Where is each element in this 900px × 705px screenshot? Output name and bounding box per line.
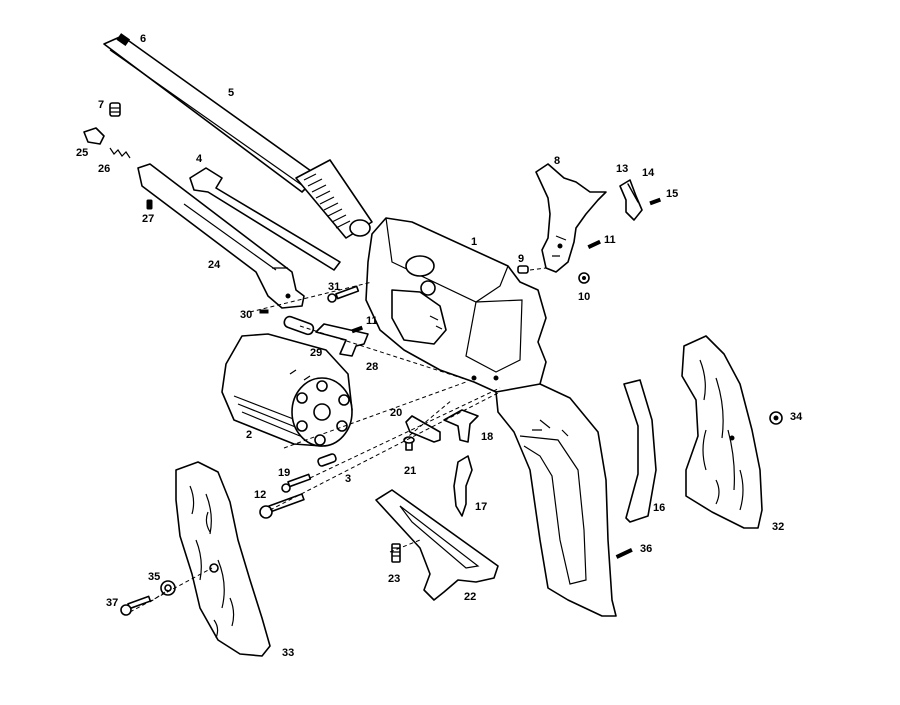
screw-31 (327, 285, 360, 303)
screw-12 (259, 493, 305, 519)
lever-body (137, 163, 305, 309)
label-part-10: 10 (578, 291, 590, 303)
label-part-36: 36 (640, 543, 652, 555)
hammer-screw (517, 265, 529, 274)
left-grip (175, 461, 271, 657)
label-part-27: 27 (142, 213, 154, 225)
label-part-13: 13 (616, 163, 628, 175)
pin-11-right (587, 239, 601, 250)
label-part-18: 18 (481, 431, 493, 443)
frame (365, 217, 547, 393)
label-part-16: 16 (653, 502, 665, 514)
screw-23 (391, 543, 401, 563)
pin-15 (649, 197, 662, 206)
label-part-30: 30 (240, 309, 252, 321)
nipple-3 (317, 453, 337, 467)
pin-36 (615, 548, 633, 559)
trigger (453, 455, 473, 517)
label-part-8: 8 (554, 155, 560, 167)
label-part-6: 6 (140, 33, 146, 45)
label-part-35: 35 (148, 571, 160, 583)
mainspring (623, 379, 657, 523)
nipple-part (109, 102, 121, 117)
label-part-24: 24 (208, 259, 221, 271)
part-labels: 1 2 3 4 5 6 7 8 9 10 11 11 12 13 14 15 1… (76, 33, 803, 659)
grip-escutcheon-34 (769, 411, 783, 425)
loading-lever (189, 167, 341, 271)
hand-spring (627, 183, 639, 203)
hammer (535, 163, 607, 273)
label-part-3: 3 (345, 473, 351, 485)
label-part-12: 12 (254, 489, 266, 501)
label-part-22: 22 (464, 591, 476, 603)
barrel (103, 33, 373, 239)
link-plate (283, 315, 315, 336)
label-part-9: 9 (518, 253, 524, 265)
hammer-roller (578, 272, 590, 284)
label-part-25: 25 (76, 147, 88, 159)
latch-spring (109, 147, 131, 159)
latch-part (83, 127, 105, 145)
screw-19 (281, 473, 312, 493)
cylinder (221, 333, 353, 447)
bolt (443, 409, 479, 443)
label-part-20: 20 (390, 407, 402, 419)
trigger-guard (375, 489, 499, 601)
label-part-11-right: 11 (604, 234, 616, 246)
label-part-21: 21 (404, 465, 416, 477)
latch-pin (146, 199, 153, 210)
grip-screw-37 (120, 595, 152, 616)
label-part-32: 32 (772, 521, 784, 533)
label-part-34: 34 (790, 411, 803, 423)
label-part-26: 26 (98, 163, 110, 175)
grip-frame (495, 383, 617, 617)
assembly-lines (129, 267, 547, 613)
label-part-37: 37 (106, 597, 118, 609)
label-part-17: 17 (475, 501, 487, 513)
hand-part (619, 179, 643, 221)
pin-11-left (351, 325, 364, 334)
label-part-4: 4 (196, 153, 203, 165)
trigger-bolt-spring (405, 415, 441, 443)
label-part-31: 31 (328, 281, 340, 293)
label-part-23: 23 (388, 573, 400, 585)
label-part-2: 2 (246, 429, 252, 441)
label-part-28: 28 (366, 361, 378, 373)
label-part-15: 15 (666, 188, 678, 200)
label-part-19: 19 (278, 467, 290, 479)
label-part-5: 5 (228, 87, 234, 99)
label-part-33: 33 (282, 647, 294, 659)
label-part-29: 29 (310, 347, 322, 359)
small-pin-30 (259, 309, 269, 314)
label-part-7: 7 (98, 99, 104, 111)
right-grip (681, 335, 763, 529)
label-part-11-left: 11 (366, 315, 378, 327)
label-part-1: 1 (471, 236, 477, 248)
label-part-14: 14 (642, 167, 655, 179)
